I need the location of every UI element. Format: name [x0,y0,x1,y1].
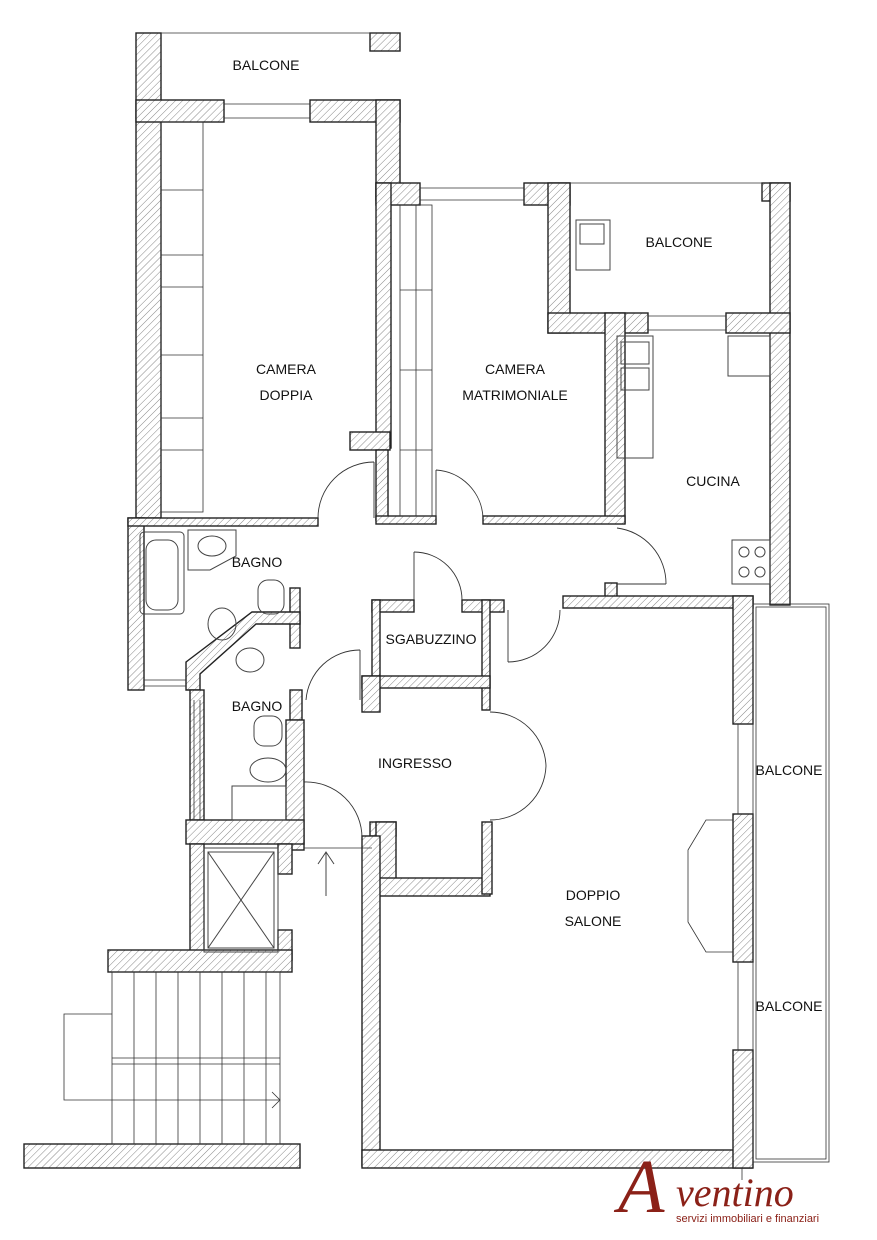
label-bagno-2: BAGNO [232,698,283,714]
room-labels: BALCONE CAMERA DOPPIA CAMERA MATRIMONIAL… [232,57,823,1014]
label-balcone-kitchen: BALCONE [646,234,713,250]
label-camera-doppia-1: CAMERA [256,361,317,377]
doors [303,461,667,840]
label-camera-matr-2: MATRIMONIALE [462,387,568,403]
fixtures [139,219,771,953]
label-balcone-right-1: BALCONE [756,762,823,778]
label-bagno-1: BAGNO [232,554,283,570]
label-sgabuzzino: SGABUZZINO [385,631,476,647]
stairs [63,971,281,1145]
logo-wordmark: ventino [676,1170,794,1215]
label-salone-2: SALONE [565,913,622,929]
label-cucina: CUCINA [686,473,740,489]
walls [23,32,791,1169]
label-salone-1: DOPPIO [566,887,621,903]
logo-initial: A [613,1145,665,1229]
logo-tagline: servizi immobiliari e finanziari [676,1213,819,1225]
label-balcone-top: BALCONE [233,57,300,73]
label-ingresso: INGRESSO [378,755,452,771]
label-balcone-right-2: BALCONE [756,998,823,1014]
outlines [144,32,830,1180]
label-camera-doppia-2: DOPPIA [260,387,314,403]
label-camera-matr-1: CAMERA [485,361,546,377]
aventino-logo: A ventino servizi immobiliari e finanzia… [613,1145,819,1229]
